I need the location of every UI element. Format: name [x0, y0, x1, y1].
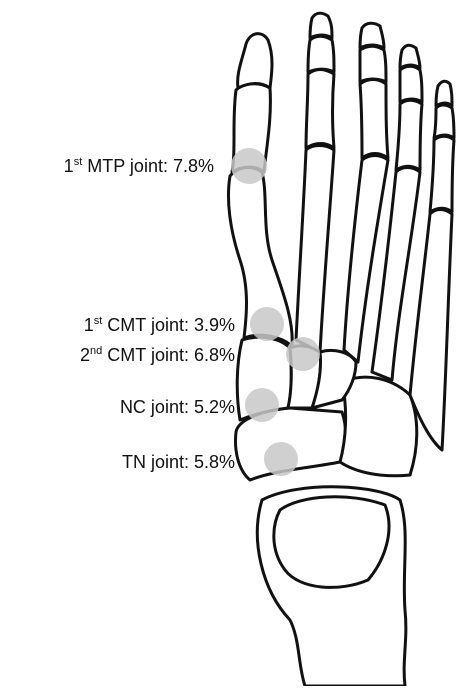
mtp1-ordinal-number: 1: [64, 156, 74, 176]
tn-label-text: TN joint: 5.8%: [122, 452, 235, 472]
first-distal-phalanx-bone: [238, 34, 272, 88]
cmt1-joint-marker: [250, 307, 284, 341]
third-distal-phalanx-bone: [360, 23, 384, 48]
mtp1-joint-marker: [231, 148, 267, 184]
second-proximal-phalanx-bone: [306, 70, 334, 149]
fourth-middle-phalanx-bone: [400, 66, 422, 102]
cmt2-joint-label: 2nd CMT joint: 6.8%: [80, 345, 235, 365]
fourth-proximal-phalanx-bone: [396, 100, 422, 170]
fifth-distal-phalanx-bone: [436, 81, 452, 106]
fifth-middle-phalanx-bone: [434, 105, 454, 138]
cmt1-ordinal-suffix: st: [94, 315, 103, 327]
cuboid-bone: [340, 377, 417, 476]
fifth-proximal-phalanx-bone: [430, 136, 454, 212]
cmt2-ordinal-number: 2: [80, 345, 90, 365]
second-metatarsal-bone: [296, 146, 334, 353]
third-middle-phalanx-bone: [360, 46, 386, 82]
cmt2-joint-marker: [286, 337, 320, 371]
mtp1-label-text: MTP joint: 7.8%: [87, 156, 214, 176]
fourth-distal-phalanx-bone: [400, 45, 420, 68]
cmt2-ordinal-suffix: nd: [90, 345, 102, 357]
cmt2-label-text: CMT joint: 6.8%: [107, 345, 235, 365]
nc-label-text: NC joint: 5.2%: [120, 397, 235, 417]
second-middle-phalanx-bone: [308, 36, 334, 72]
cmt1-ordinal-number: 1: [84, 315, 94, 335]
nc-joint-label: NC joint: 5.2%: [120, 397, 235, 417]
mtp1-joint-label: 1st MTP joint: 7.8%: [64, 156, 214, 176]
tn-joint-marker: [264, 442, 298, 476]
talus-bone: [274, 497, 389, 588]
third-proximal-phalanx-bone: [360, 80, 388, 159]
cmt1-label-text: CMT joint: 3.9%: [107, 315, 235, 335]
mtp1-ordinal-suffix: st: [74, 156, 83, 168]
nc-joint-marker: [245, 388, 279, 422]
second-distal-phalanx-bone: [310, 13, 332, 38]
cmt1-joint-label: 1st CMT joint: 3.9%: [84, 315, 235, 335]
tn-joint-label: TN joint: 5.8%: [122, 452, 235, 472]
